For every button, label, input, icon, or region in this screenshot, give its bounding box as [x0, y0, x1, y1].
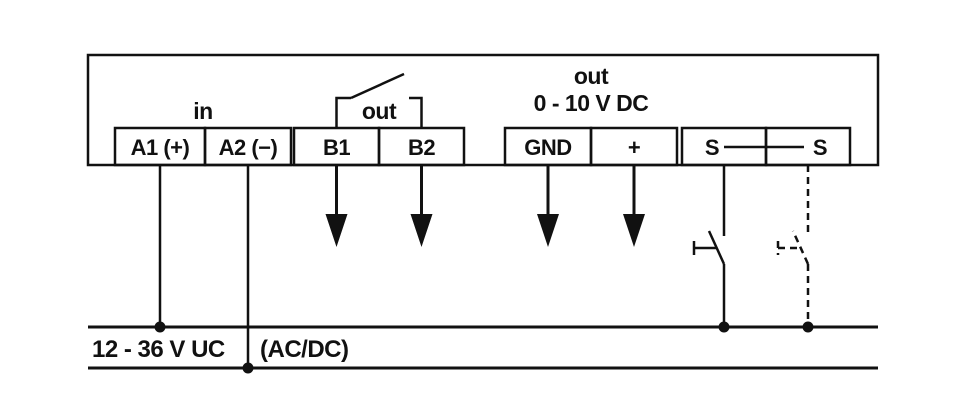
terminal-label-a2: A2 (−)	[219, 135, 278, 160]
relay-right-stub	[409, 96, 423, 128]
output-arrow-b1	[325, 165, 348, 247]
terminal-label-plus: +	[628, 135, 640, 160]
terminal-block: A1 (+) A2 (−) B1 B2 GND + S S	[113, 126, 852, 167]
relay-blade	[350, 72, 405, 100]
switch-s2-dashed	[776, 165, 814, 333]
in-group-label: in	[193, 98, 212, 124]
arrow-head	[325, 214, 348, 247]
relay-out-label: out	[362, 98, 397, 124]
switch-blade	[707, 230, 726, 265]
terminal-label-b2: B2	[408, 135, 435, 160]
terminal-label-b1: B1	[323, 135, 350, 160]
switch-s1	[692, 165, 730, 333]
terminal-label-gnd: GND	[524, 135, 571, 160]
output-arrow-gnd	[537, 165, 559, 247]
supply-type-label: (AC/DC)	[260, 336, 348, 363]
supply-voltage-label: 12 - 36 V UC	[92, 336, 225, 363]
relay-left-stub	[335, 96, 351, 128]
relay-contact-symbol	[335, 72, 423, 128]
arrow-head	[410, 214, 433, 247]
arrow-head	[623, 214, 645, 247]
terminal-label-a1: A1 (+)	[131, 135, 190, 160]
terminal-label-s1: S	[705, 135, 719, 160]
analog-out-range-label: 0 - 10 V DC	[534, 90, 649, 116]
output-arrow-b2	[410, 165, 433, 247]
switch-blade	[791, 230, 810, 265]
device-outline	[86, 53, 880, 167]
terminal-label-s2: S	[813, 135, 827, 160]
analog-out-label: out	[574, 63, 609, 89]
output-arrow-plus	[623, 165, 645, 247]
arrow-head	[537, 214, 559, 247]
